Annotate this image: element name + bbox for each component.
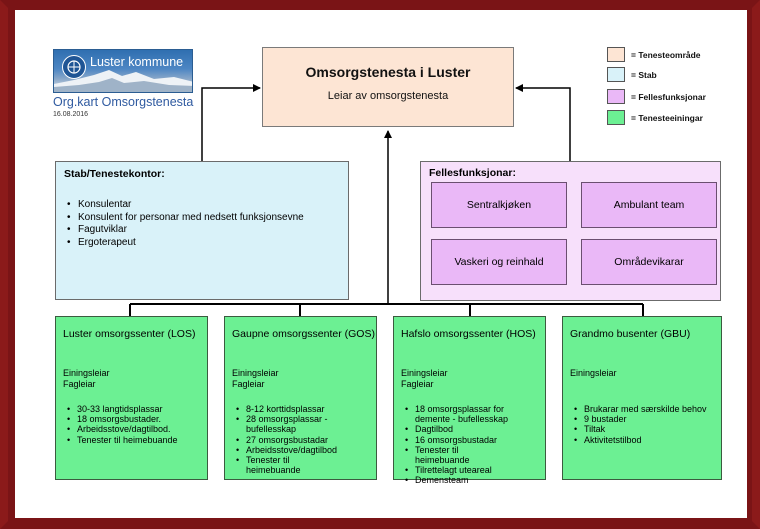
stab-box: Stab/Tenestekontor: Konsulentar Konsulen… — [55, 161, 349, 300]
list-item: 16 omsorgsbustadar — [401, 435, 511, 445]
unit-box-gos: Gaupne omsorgssenter (GOS) Einingsleiar … — [224, 316, 377, 480]
list-item: Konsulentar — [64, 199, 304, 212]
unit-roles: Einingsleiar Fagleiar — [401, 368, 448, 390]
legend-label-tenesteeiningar: = Tenesteeiningar — [631, 113, 703, 123]
list-item: 9 bustader — [570, 414, 722, 424]
org-chart-label: Org.kart Omsorgstenesta — [53, 95, 194, 109]
role-label: Einingsleiar — [232, 368, 279, 378]
org-chart-page: Luster kommune Org.kart Omsorgstenesta 1… — [15, 10, 747, 518]
list-item: Arbeidsstove/dagtilbod — [232, 445, 342, 455]
unit-title: Hafslo omsorgssenter (HOS) — [401, 328, 536, 340]
connector-lines — [129, 84, 644, 316]
fellesfunksjonar-title: Fellesfunksjonar: — [429, 167, 516, 179]
list-item: Arbeidsstove/dagtilbod. — [63, 424, 209, 434]
unit-box-gbu: Grandmo busenter (GBU) Einingsleiar Bruk… — [562, 316, 722, 480]
unit-roles: Einingsleiar Fagleiar — [232, 368, 279, 390]
unit-list: 30-33 langtidsplassar 18 omsorgsbustader… — [63, 404, 209, 445]
list-item: Brukarar med særskilde behov — [570, 404, 722, 414]
chart-date: 16.08.2016 — [53, 111, 89, 118]
felles-connector — [515, 84, 571, 161]
list-item: 18 omsorgsbustader. — [63, 414, 209, 424]
main-service-box: Omsorgstenesta i Luster Leiar av omsorgs… — [262, 47, 514, 127]
list-item: 27 omsorgsbustadar — [232, 435, 342, 445]
unit-roles: Einingsleiar Fagleiar — [63, 368, 110, 390]
role-label: Fagleiar — [232, 379, 265, 389]
list-item: Fagutviklar — [64, 224, 304, 237]
logo-name: Luster kommune — [90, 55, 184, 69]
list-item: Tenester til heimebuande — [401, 445, 511, 465]
unit-roles: Einingsleiar — [570, 368, 617, 379]
legend-swatch-stab — [607, 67, 625, 82]
list-item: Konsulent for personar med nedsett funks… — [64, 212, 304, 225]
list-item: 30-33 langtidsplassar — [63, 404, 209, 414]
unit-list: 18 omsorgsplassar for demente - bufelles… — [401, 404, 511, 486]
felles-box-vaskeri: Vaskeri og reinhald — [431, 239, 567, 285]
list-item: Demensteam — [401, 475, 511, 485]
units-bus-connector — [129, 303, 644, 316]
role-label: Einingsleiar — [63, 368, 110, 378]
list-item: Tenester til heimebuande — [63, 435, 209, 445]
stab-title: Stab/Tenestekontor: — [64, 168, 165, 180]
role-label: Fagleiar — [63, 379, 96, 389]
unit-box-los: Luster omsorgssenter (LOS) Einingsleiar … — [55, 316, 208, 480]
legend-label-tenesteomrade: = Tenesteområde — [631, 50, 701, 60]
mountain-icon — [54, 70, 192, 92]
municipal-seal-icon — [62, 55, 86, 79]
role-label: Fagleiar — [401, 379, 434, 389]
list-item: Tiltak — [570, 424, 722, 434]
unit-title: Gaupne omsorgssenter (GOS) — [232, 328, 375, 340]
main-title: Omsorgstenesta i Luster — [305, 64, 471, 80]
unit-box-hos: Hafslo omsorgssenter (HOS) Einingsleiar … — [393, 316, 546, 486]
list-item: Dagtilbod — [401, 424, 511, 434]
list-item: Aktivitetstilbod — [570, 435, 722, 445]
role-label: Einingsleiar — [570, 368, 617, 378]
legend-swatch-tenesteomrade — [607, 47, 625, 62]
list-item: Ergoterapeut — [64, 237, 304, 250]
unit-title: Luster omsorgssenter (LOS) — [63, 328, 196, 340]
role-label: Einingsleiar — [401, 368, 448, 378]
stab-list: Konsulentar Konsulent for personar med n… — [64, 199, 304, 249]
legend: = Tenesteområde = Stab = Fellesfunksjona… — [607, 47, 737, 137]
list-item: 18 omsorgsplassar for demente - bufelles… — [401, 404, 511, 424]
unit-list: 8-12 korttidsplassar 28 omsorgsplassar -… — [232, 404, 342, 475]
unit-title: Grandmo busenter (GBU) — [570, 328, 691, 340]
legend-label-stab: = Stab — [631, 70, 657, 80]
list-item: Tilrettelagt uteareal — [401, 465, 511, 475]
luster-kommune-logo: Luster kommune — [53, 49, 193, 93]
main-subtitle: Leiar av omsorgstenesta — [327, 90, 449, 102]
fellesfunksjonar-box: Fellesfunksjonar: Sentralkjøken Ambulant… — [420, 161, 721, 301]
legend-swatch-tenesteeiningar — [607, 110, 625, 125]
list-item: Tenester til heimebuande — [232, 455, 342, 475]
unit-list: Brukarar med særskilde behov 9 bustader … — [570, 404, 722, 445]
legend-label-fellesfunksjonar: = Fellesfunksjonar — [631, 92, 706, 102]
felles-box-ambulant-team: Ambulant team — [581, 182, 717, 228]
stab-connector — [201, 84, 261, 161]
legend-swatch-fellesfunksjonar — [607, 89, 625, 104]
list-item: 8-12 korttidsplassar — [232, 404, 342, 414]
felles-box-sentralkjoken: Sentralkjøken — [431, 182, 567, 228]
list-item: 28 omsorgsplassar - bufellesskap — [232, 414, 342, 434]
felles-box-omradevikarar: Områdevikarar — [581, 239, 717, 285]
